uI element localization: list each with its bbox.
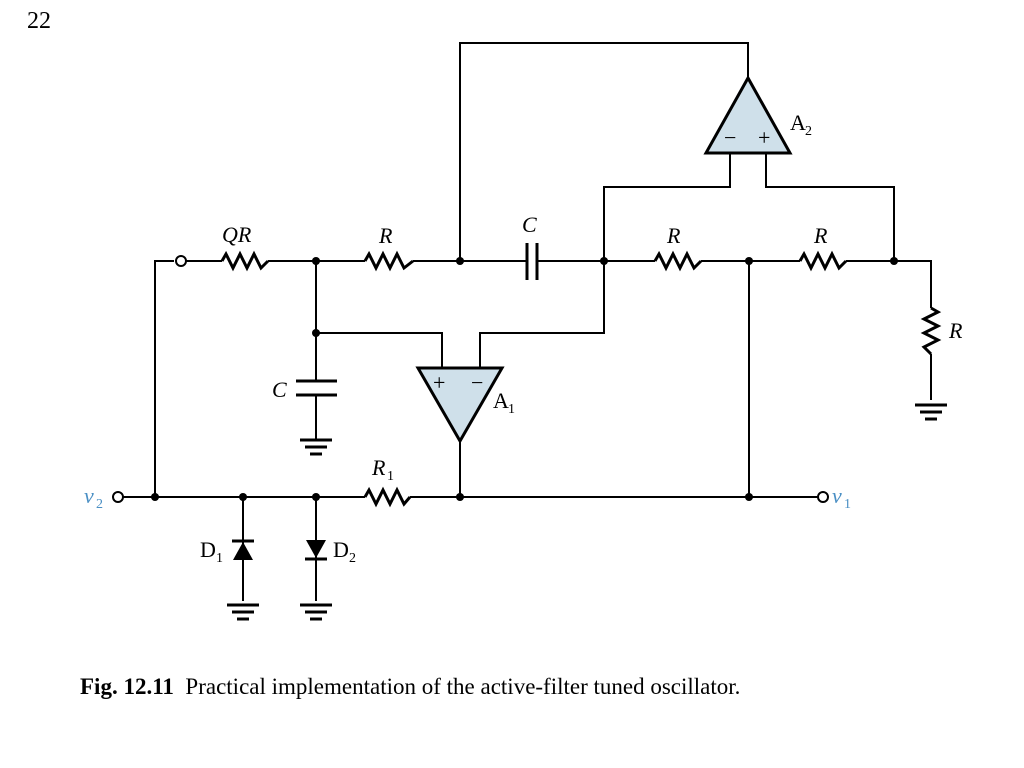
- resistor-r-vertical: [920, 306, 942, 356]
- junction-dot: [456, 257, 464, 265]
- label-c-shunt: C: [272, 377, 287, 402]
- wires: [123, 42, 932, 601]
- svg-text:2: 2: [349, 551, 356, 566]
- svg-text:A: A: [493, 388, 509, 413]
- wire-a2-feedback: [459, 42, 749, 261]
- svg-text:A: A: [790, 110, 806, 135]
- capacitor-shunt: [296, 379, 337, 397]
- junction-dot: [745, 257, 753, 265]
- svg-text:2: 2: [96, 497, 103, 512]
- label-d1: D 1: [200, 537, 223, 566]
- junctions: [151, 257, 898, 501]
- wire-a1-plus: [316, 332, 443, 368]
- junction-dot: [151, 493, 159, 501]
- junction-dot: [312, 257, 320, 265]
- junction-dot: [600, 257, 608, 265]
- a2-plus-sign: +: [758, 125, 770, 150]
- resistor-r-right: [798, 250, 848, 272]
- opamp-a1: [415, 366, 505, 445]
- circuit-diagram: − + + − QR R C R R R C R 1 A 2 A 1 D 1 D…: [84, 42, 963, 621]
- page-number: 22: [27, 8, 51, 34]
- resistor-qr: [220, 250, 270, 272]
- svg-text:D: D: [200, 537, 216, 562]
- junction-dot: [890, 257, 898, 265]
- resistor-r1: [363, 486, 412, 508]
- opamp-a2: [703, 74, 793, 155]
- label-r-mid: R: [666, 223, 681, 248]
- wire-a2-minus: [603, 153, 731, 261]
- a1-plus-sign: +: [433, 370, 445, 395]
- a2-minus-sign: −: [724, 125, 736, 150]
- diode-d2: [305, 540, 327, 561]
- ground-icon: [300, 603, 332, 621]
- svg-text:v: v: [832, 483, 842, 508]
- svg-text:R: R: [371, 455, 386, 480]
- wire-a2-plus: [765, 153, 895, 261]
- label-r-vertical: R: [948, 318, 963, 343]
- svg-text:1: 1: [216, 551, 223, 566]
- label-qr: QR: [222, 222, 252, 247]
- label-d2: D 2: [333, 537, 356, 566]
- wire-r-to-right: [846, 260, 932, 308]
- junction-dot: [456, 493, 464, 501]
- terminal-input: [175, 255, 187, 267]
- label-a2: A 2: [790, 110, 812, 139]
- resistor-r-mid: [653, 250, 703, 272]
- caption-text: Practical implementation of the active-f…: [185, 674, 741, 699]
- wire-a1-minus: [479, 261, 605, 368]
- label-r-right: R: [813, 223, 828, 248]
- label-a1: A 1: [493, 388, 515, 417]
- svg-text:D: D: [333, 537, 349, 562]
- ground-icon: [300, 438, 332, 456]
- label-v1: v 1: [832, 483, 851, 512]
- label-v2: v 2: [84, 483, 103, 512]
- label-c-series: C: [522, 212, 537, 237]
- svg-text:2: 2: [805, 124, 812, 139]
- terminal-v1: [817, 491, 829, 503]
- a1-minus-sign: −: [471, 370, 483, 395]
- ground-icon: [227, 603, 259, 621]
- junction-dot: [239, 493, 247, 501]
- junction-dot: [745, 493, 753, 501]
- label-r-left: R: [378, 223, 393, 248]
- diode-d1: [232, 539, 254, 560]
- capacitor-series: [525, 243, 539, 280]
- svg-text:1: 1: [387, 469, 394, 484]
- terminal-v2: [112, 491, 124, 503]
- figure-caption: Fig. 12.11 Practical implementation of t…: [80, 674, 740, 700]
- svg-text:1: 1: [508, 402, 515, 417]
- svg-text:v: v: [84, 483, 94, 508]
- wire-left-loop: [154, 260, 174, 497]
- junction-dot: [312, 329, 320, 337]
- label-r1: R 1: [371, 455, 394, 484]
- junction-dot: [312, 493, 320, 501]
- caption-label: Fig. 12.11: [80, 674, 174, 699]
- ground-icon: [915, 403, 947, 421]
- svg-text:1: 1: [844, 497, 851, 512]
- resistor-r-left: [363, 250, 414, 272]
